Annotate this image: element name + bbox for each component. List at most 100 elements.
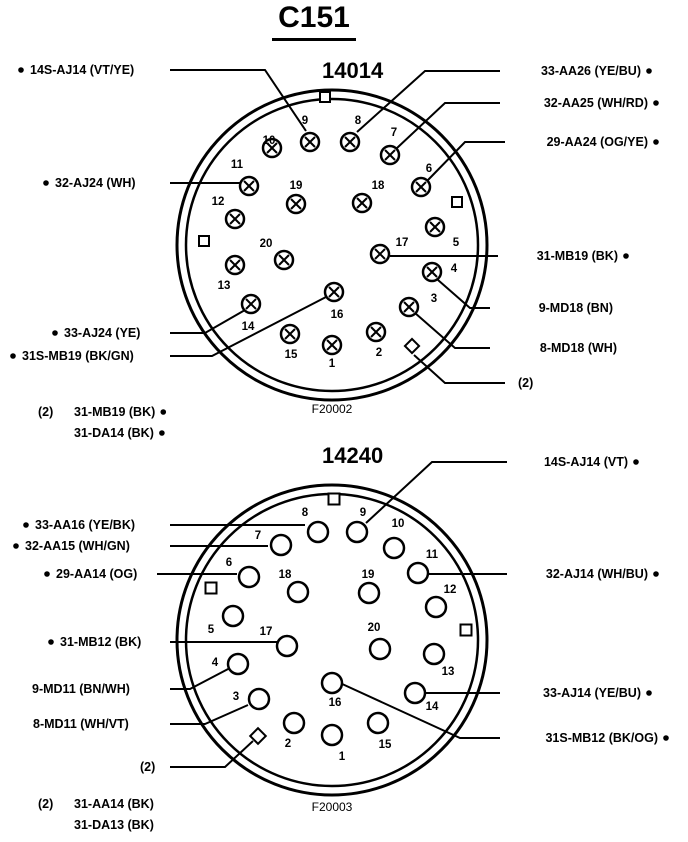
- connector-inner-ring: [184, 97, 480, 393]
- pin-18: [286, 580, 310, 604]
- callout-leader: [339, 682, 500, 739]
- pin-13: [422, 642, 446, 666]
- footnote-line: 31-DA14 (BK): [74, 426, 154, 440]
- pin-2: [365, 321, 387, 343]
- callout-bullet: [48, 639, 54, 645]
- footnote-marker: (2): [38, 797, 53, 811]
- footnote-line: 31-DA13 (BK): [74, 818, 154, 832]
- callout-leader: [413, 354, 505, 384]
- key-notch: [319, 91, 331, 103]
- key-notch: [198, 235, 210, 247]
- pin-number: 14: [426, 701, 439, 713]
- callout-bullet: [10, 353, 16, 359]
- callout-bullet: [633, 459, 639, 465]
- pin-number: 1: [329, 358, 336, 370]
- pin-number: 19: [362, 569, 375, 581]
- pin-9: [345, 520, 369, 544]
- pin-19: [285, 193, 307, 215]
- callout-bullet: [646, 690, 652, 696]
- pin-11: [238, 175, 260, 197]
- callout-bullet: [13, 543, 19, 549]
- pin-12: [224, 208, 246, 230]
- callout-bullet: [18, 67, 24, 73]
- pin-number: 7: [255, 530, 261, 542]
- pin-17: [369, 243, 391, 265]
- pin-20: [273, 249, 295, 271]
- pin-2: [282, 711, 306, 735]
- pin-number: 5: [453, 237, 460, 249]
- callout-label: 29-AA24 (OG/YE): [547, 135, 648, 149]
- callout-label: 33-AA16 (YE/BK): [35, 518, 135, 532]
- callout-label: 9-MD18 (BN): [539, 301, 613, 315]
- callout-bullet: [623, 253, 629, 259]
- pin-number: 3: [431, 293, 437, 305]
- pin-10: [261, 137, 283, 159]
- pin-number: 8: [355, 115, 362, 127]
- callout-label: 33-AJ14 (YE/BU): [543, 686, 641, 700]
- pin-8: [339, 131, 361, 153]
- pin-number: 3: [233, 691, 239, 703]
- pin-number: 4: [212, 657, 219, 669]
- key-notch: [327, 492, 341, 506]
- callout-bullet: [653, 571, 659, 577]
- pin-17: [275, 634, 299, 658]
- callout-leader: [396, 102, 500, 149]
- pin-number: 7: [391, 127, 397, 139]
- callout-label: 31S-MB12 (BK/OG): [545, 731, 658, 745]
- callout-label: 29-AA14 (OG): [56, 567, 137, 581]
- pin-number: 12: [212, 196, 225, 208]
- pin-number: 6: [226, 557, 232, 569]
- pin-7: [269, 533, 293, 557]
- pin-11: [406, 561, 430, 585]
- page-title: C151: [278, 1, 350, 34]
- pin-number: 1: [339, 751, 346, 763]
- pin-number: 20: [260, 238, 273, 250]
- callout-label: 8-MD18 (WH): [540, 341, 617, 355]
- connector-outer-ring: [175, 88, 489, 402]
- callout-label: 31-MB19 (BK): [537, 249, 618, 263]
- pin-number: 14: [242, 321, 255, 333]
- callout-label: 14S-AJ14 (VT/YE): [30, 63, 134, 77]
- pin-5: [424, 216, 446, 238]
- callout-label: 32-AA25 (WH/RD): [544, 96, 648, 110]
- callout-leader: [427, 141, 505, 181]
- callout-bullet: [653, 100, 659, 106]
- pin-1: [321, 334, 343, 356]
- key-notch: [248, 726, 268, 746]
- footnote-bullet: [160, 409, 167, 415]
- footnote-line: 31-MB19 (BK): [74, 405, 155, 419]
- callout-bullet: [44, 571, 50, 577]
- pin-3: [247, 687, 271, 711]
- pin-number: 17: [396, 237, 409, 249]
- pin-10: [382, 536, 406, 560]
- pin-15: [366, 711, 390, 735]
- figure-number: F20002: [312, 402, 353, 416]
- pin-number: 11: [426, 549, 439, 561]
- figure-number: F20003: [312, 800, 353, 814]
- pin-9: [299, 131, 321, 153]
- pin-14: [240, 293, 262, 315]
- callout-label: (2): [140, 760, 155, 774]
- callout-label: 8-MD11 (WH/VT): [33, 717, 129, 731]
- pin-14: [403, 681, 427, 705]
- pin-4: [226, 652, 250, 676]
- pin-number: 15: [379, 739, 392, 751]
- pin-number: 20: [368, 622, 381, 634]
- callout-leader: [170, 740, 254, 768]
- pin-number: 10: [263, 135, 276, 147]
- callout-leader: [437, 279, 490, 309]
- callout-leader: [170, 69, 307, 132]
- pin-number: 19: [290, 180, 303, 192]
- footnote-bullet: [159, 430, 165, 436]
- pin-15: [279, 323, 301, 345]
- pin-number: 10: [392, 518, 405, 530]
- pin-16: [323, 281, 345, 303]
- footnote-line: 31-AA14 (BK): [74, 797, 154, 811]
- pin-5: [221, 604, 245, 628]
- callout-bullet: [663, 735, 669, 741]
- callout-bullet: [653, 139, 659, 145]
- pin-8: [306, 520, 330, 544]
- pin-number: 2: [285, 738, 291, 750]
- callout-label: (2): [518, 376, 533, 390]
